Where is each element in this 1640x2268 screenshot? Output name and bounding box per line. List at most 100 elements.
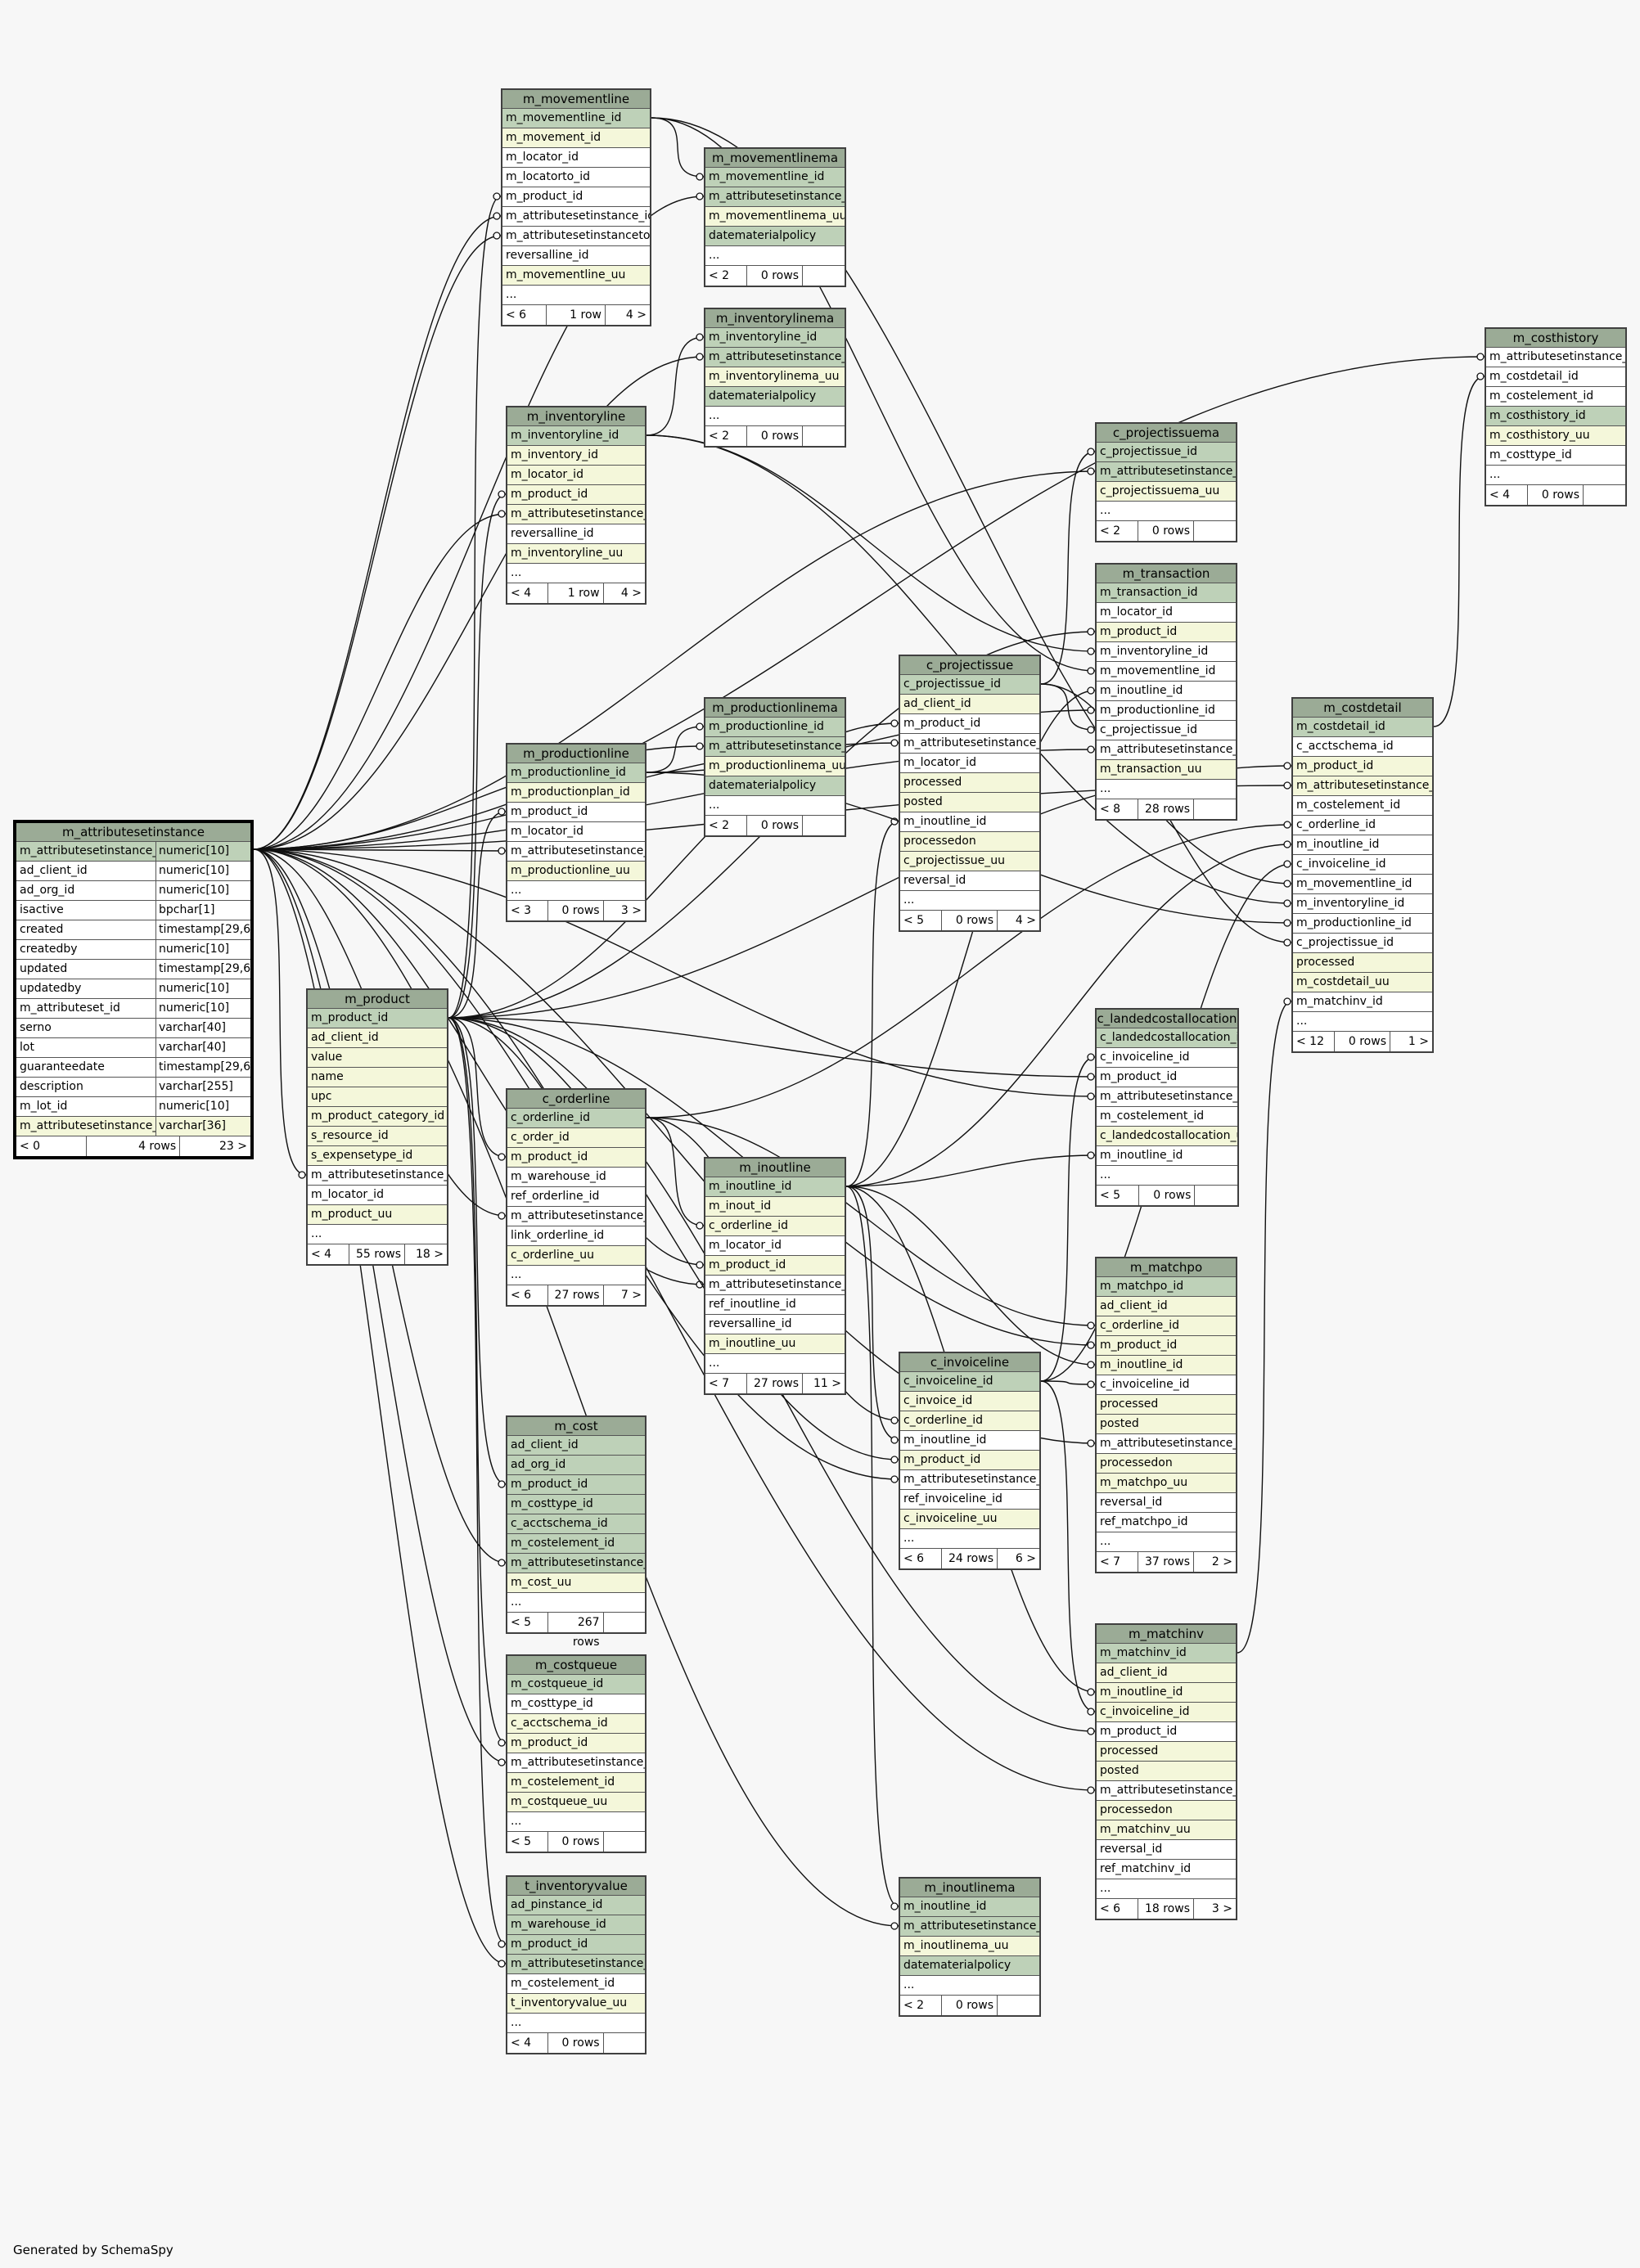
table-column[interactable]: ... bbox=[308, 1225, 447, 1244]
table-column[interactable]: c_acctschema_id bbox=[507, 1714, 645, 1734]
table-column[interactable]: m_product_id bbox=[507, 1935, 645, 1955]
table-column[interactable]: m_product_id bbox=[705, 1256, 845, 1276]
table-column[interactable]: m_costhistory_uu bbox=[1486, 426, 1625, 446]
table-column[interactable]: m_attributesetinstance_id bbox=[900, 1470, 1039, 1490]
table-column[interactable]: m_inoutline_id bbox=[1097, 1683, 1236, 1703]
table-column[interactable]: ad_client_id bbox=[1097, 1297, 1236, 1316]
table-column[interactable]: m_inventoryline_id bbox=[507, 426, 645, 446]
table-column[interactable]: c_invoiceline_id bbox=[900, 1372, 1039, 1392]
table-column[interactable]: m_movementline_id bbox=[502, 109, 650, 128]
table-column[interactable]: m_costelement_id bbox=[507, 1534, 645, 1554]
table-column[interactable]: datematerialpolicy bbox=[705, 227, 845, 246]
table-column[interactable]: c_orderline_id bbox=[1293, 816, 1432, 835]
table-title[interactable]: t_inventoryvalue bbox=[507, 1877, 645, 1896]
table-column[interactable]: s_resource_id bbox=[308, 1127, 447, 1146]
table-column[interactable]: reversal_id bbox=[900, 871, 1039, 891]
table-column[interactable]: c_orderline_id bbox=[705, 1217, 845, 1236]
table-column[interactable]: m_costelement_id bbox=[507, 1974, 645, 1994]
table-column[interactable]: m_attributesetinstance_id bbox=[1097, 740, 1236, 760]
table-title[interactable]: m_product bbox=[308, 990, 447, 1009]
table-column[interactable]: m_product_id bbox=[507, 485, 645, 505]
table-column[interactable]: m_attributesetinstance_id bbox=[507, 1955, 645, 1974]
table-column[interactable]: m_product_category_id bbox=[308, 1107, 447, 1127]
table-column[interactable]: reversal_id bbox=[1097, 1493, 1236, 1513]
table-column[interactable]: reversalline_id bbox=[507, 524, 645, 544]
table-column[interactable]: m_product_id bbox=[507, 1475, 645, 1495]
table-column[interactable]: ... bbox=[507, 1266, 645, 1285]
table-column[interactable]: ... bbox=[705, 1354, 845, 1374]
table-column[interactable]: ... bbox=[502, 286, 650, 305]
table-column[interactable]: c_orderline_uu bbox=[507, 1246, 645, 1266]
table-column[interactable]: ... bbox=[900, 1529, 1039, 1549]
table-title[interactable]: m_productionline bbox=[507, 745, 645, 763]
table-column[interactable]: m_warehouse_id bbox=[507, 1168, 645, 1187]
table-column[interactable]: processed bbox=[900, 773, 1039, 793]
table-column[interactable]: m_productionline_id bbox=[507, 763, 645, 783]
table-title[interactable]: m_matchinv bbox=[1097, 1625, 1236, 1644]
table-column[interactable]: m_costelement_id bbox=[1097, 1107, 1237, 1127]
table-column[interactable]: processedon bbox=[1097, 1801, 1236, 1820]
table-column[interactable]: processedon bbox=[900, 832, 1039, 852]
table-column[interactable]: m_product_id bbox=[1293, 757, 1432, 776]
table-column[interactable]: m_costqueue_uu bbox=[507, 1793, 645, 1812]
table-column[interactable]: upc bbox=[308, 1087, 447, 1107]
table-column[interactable]: m_inoutline_id bbox=[900, 1897, 1039, 1917]
table-column[interactable]: c_landedcostallocation_uu bbox=[1097, 1127, 1237, 1146]
table-column[interactable]: m_cost_uu bbox=[507, 1573, 645, 1593]
table-column[interactable]: m_productionline_id bbox=[705, 718, 845, 737]
table-column[interactable]: ad_client_id bbox=[308, 1028, 447, 1048]
table-column[interactable]: ... bbox=[507, 881, 645, 901]
table-column[interactable]: m_movementlinema_uu bbox=[705, 207, 845, 227]
table-column[interactable]: posted bbox=[1097, 1415, 1236, 1434]
table-title[interactable]: m_productionlinema bbox=[705, 699, 845, 718]
table-column[interactable]: m_productionline_id bbox=[1097, 701, 1236, 721]
table-column[interactable]: c_orderline_id bbox=[900, 1411, 1039, 1431]
table-column[interactable]: c_invoiceline_id bbox=[1097, 1375, 1236, 1395]
table-column[interactable]: m_inventoryline_id bbox=[1097, 642, 1236, 662]
table-column[interactable]: m_attributesetinstance_id bbox=[502, 207, 650, 227]
table-column[interactable]: ... bbox=[1097, 502, 1236, 521]
table-title[interactable]: c_landedcostallocation bbox=[1097, 1010, 1237, 1028]
table-column[interactable]: m_attributesetinstance_id bbox=[900, 1917, 1039, 1937]
table-title[interactable]: m_matchpo bbox=[1097, 1258, 1236, 1277]
table-column[interactable]: m_attributesetinstance_id bbox=[900, 734, 1039, 754]
table-title[interactable]: m_costhistory bbox=[1486, 329, 1625, 348]
table-column[interactable]: m_attributesetinstance_id bbox=[507, 1207, 645, 1226]
table-column[interactable]: ... bbox=[1293, 1012, 1432, 1032]
table-column[interactable]: m_inoutline_id bbox=[900, 1431, 1039, 1451]
table-column[interactable]: m_attributesetinstance_id bbox=[507, 842, 645, 862]
table-column[interactable]: m_inventoryline_id bbox=[705, 328, 845, 348]
table-column[interactable]: m_product_id bbox=[502, 187, 650, 207]
table-column[interactable]: m_product_id bbox=[507, 803, 645, 822]
table-column[interactable]: m_locator_id bbox=[502, 148, 650, 168]
table-column[interactable]: m_locatorto_id bbox=[502, 168, 650, 187]
table-column[interactable]: m_matchinv_uu bbox=[1097, 1820, 1236, 1840]
table-column[interactable]: ad_org_id bbox=[507, 1456, 645, 1475]
table-title[interactable]: c_orderline bbox=[507, 1090, 645, 1109]
table-column[interactable]: m_costtype_id bbox=[507, 1495, 645, 1514]
table-column[interactable]: reversalline_id bbox=[502, 246, 650, 266]
table-column[interactable]: ... bbox=[705, 796, 845, 816]
table-column[interactable]: m_inoutline_id bbox=[1293, 835, 1432, 855]
table-column[interactable]: m_attributesetinstance_id bbox=[308, 1166, 447, 1186]
table-column[interactable]: ref_inoutline_id bbox=[705, 1295, 845, 1315]
